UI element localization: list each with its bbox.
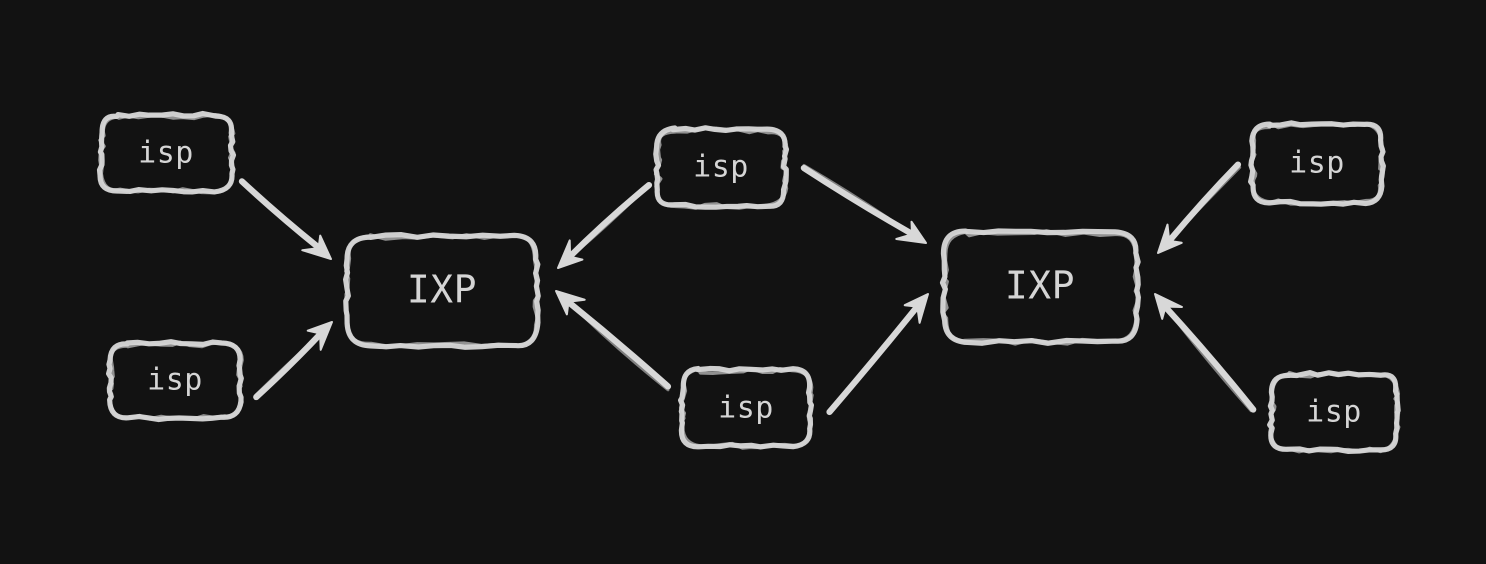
node-outline-sketch [678,366,814,450]
edge-shaft-sketch [1163,305,1253,413]
node-outline-sketch [344,232,541,348]
edge-isp-right-top-to-ixp-right[interactable] [1157,161,1242,254]
edge-isp-left-top-to-ixp-left[interactable] [238,178,332,260]
node-label: IXP [1005,264,1075,308]
edge-isp-mid-top-to-ixp-right[interactable] [800,163,927,244]
edge-isp-left-bottom-to-ixp-left[interactable] [253,321,333,401]
edge-shaft-sketch [254,332,322,397]
node-isp-right-bottom[interactable]: isp [1267,370,1401,454]
node-isp-right-top[interactable]: isp [1248,120,1386,207]
edge-isp-mid-bottom-to-ixp-right[interactable] [826,293,929,416]
arrowhead-icon [557,239,584,269]
edge-isp-mid-top-to-ixp-left[interactable] [557,181,653,269]
edge-shaft-sketch [826,305,919,413]
arrowhead-icon [555,290,586,316]
node-ixp-left[interactable]: IXP [343,232,541,350]
node-outline-sketch [1268,370,1401,454]
arrowhead-icon [1154,293,1183,320]
node-isp-left-bottom[interactable]: isp [105,339,244,423]
arrowhead-icon [903,293,929,324]
arrowhead-icon [306,321,333,351]
edge-shaft-sketch [566,299,670,392]
edge-shaft-sketch [802,163,915,237]
node-label: isp [718,391,774,426]
edge-shaft-sketch [1167,165,1242,243]
node-label: isp [147,363,203,398]
arrowhead-icon [1157,223,1183,254]
node-outline-sketch [107,340,244,421]
node-outline-sketch [98,113,236,195]
edge-isp-mid-bottom-to-ixp-left[interactable] [555,290,672,392]
node-label: isp [1306,395,1362,430]
node-isp-mid-bottom[interactable]: isp [677,365,814,450]
node-isp-left-top[interactable]: isp [96,110,237,195]
node-label: isp [1289,146,1345,181]
edge-isp-right-bottom-to-ixp-right[interactable] [1154,293,1257,413]
node-outline-sketch [653,126,789,210]
arrowhead-icon [301,234,332,260]
node-label: isp [138,136,194,171]
node-isp-mid-top[interactable]: isp [653,125,790,210]
arrowhead-icon [895,220,927,244]
node-outline-sketch [940,229,1141,346]
edge-shaft-sketch [567,183,650,260]
node-outline-sketch [1250,121,1386,206]
node-label: isp [693,150,749,185]
edges-layer [238,161,1257,416]
node-ixp-right[interactable]: IXP [939,228,1141,346]
edge-shaft-sketch [240,179,321,251]
node-label: IXP [407,268,477,312]
